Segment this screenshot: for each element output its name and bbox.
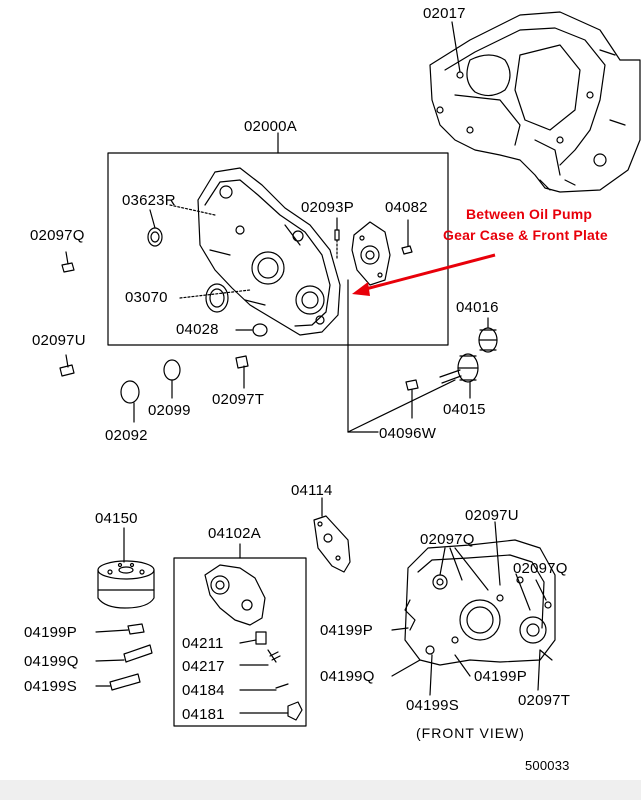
bolt-04096w-drawing [405,379,419,419]
part-label-02097t-front-view: 02097T [518,692,571,709]
part-label-04028: 04028 [176,321,219,338]
part-label-02099: 02099 [148,402,191,419]
part-label-04199q-front-view: 04199Q [320,668,375,685]
part-label-04199s-front-view: 04199S [406,697,459,714]
oring-02099-drawing [163,359,181,381]
part-label-04184: 04184 [182,682,225,699]
bolt-02097t-drawing [235,355,249,389]
gasket-04114-drawing [313,515,351,573]
part-04184-drawing [275,683,289,689]
annotation-arrow [352,253,496,296]
part-04211-drawing [255,631,267,645]
plug-04181-drawing [287,701,303,721]
part-label-02097q-front-view-2: 02097Q [513,560,568,577]
part-label-04211: 04211 [182,635,224,652]
gear-04016-drawing [478,327,498,353]
leader-02017 [451,21,461,73]
part-label-03623r: 03623R [122,192,176,209]
part-label-04199p-front-view-right: 04199P [474,668,527,685]
part-label-04096w: 04096W [379,425,437,442]
part-label-03070: 03070 [125,289,168,306]
part-label-04181: 04181 [182,706,225,723]
seal-03070-drawing [205,283,229,313]
part-label-02097u-front-view: 02097U [465,507,519,524]
part-label-02000a: 02000A [244,118,297,135]
bolt-04199q-drawing [95,644,153,663]
pin-02093p-drawing [334,229,340,241]
part-label-02097t-mid: 02097T [212,391,265,408]
filter-bracket-drawing [204,564,266,626]
annotation-line-2: Gear Case & Front Plate [443,227,608,243]
part-label-04199s-left: 04199S [24,678,77,695]
seal-03623r-drawing [147,227,163,247]
bolt-04199p-drawing [95,623,145,635]
oil-pump-case-drawing [197,167,341,336]
diagram-code: 500033 [525,758,570,773]
footer-bar [0,780,641,800]
part-label-04217: 04217 [182,658,225,675]
part-label-02017: 02017 [423,5,466,22]
front-view-drawing [404,539,556,666]
part-label-04082: 04082 [385,199,428,216]
spring-04217-drawing [267,649,281,663]
part-label-04114: 04114 [291,482,333,499]
gear-shaft-04015-drawing [439,353,479,384]
engine-block-drawing [429,11,641,193]
front-view-caption: (FRONT VIEW) [416,725,525,741]
part-label-02097u-left: 02097U [32,332,86,349]
part-label-04015: 04015 [443,401,486,418]
bolt-04199s-drawing [95,673,141,691]
part-label-02097q-top: 02097Q [30,227,85,244]
part-label-04199q-left: 04199Q [24,653,79,670]
oring-04028-drawing [252,323,268,337]
gear-cover-04082-drawing [351,221,391,286]
part-label-02093p: 02093P [301,199,354,216]
oring-02092-drawing [120,380,140,404]
part-label-04150: 04150 [95,510,138,527]
part-label-04102a: 04102A [208,525,261,542]
annotation-line-1: Between Oil Pump [466,206,593,222]
bolt-02097q-drawing [61,251,75,273]
part-label-04199p-front-view-left: 04199P [320,622,373,639]
part-label-02097q-front-view-1: 02097Q [420,531,475,548]
oil-pump-case-box [107,152,449,346]
part-label-04016: 04016 [456,299,499,316]
part-label-02092: 02092 [105,427,148,444]
bolt-02097u-drawing [59,354,75,377]
oil-filter-drawing [97,560,155,609]
part-label-04199p-left: 04199P [24,624,77,641]
